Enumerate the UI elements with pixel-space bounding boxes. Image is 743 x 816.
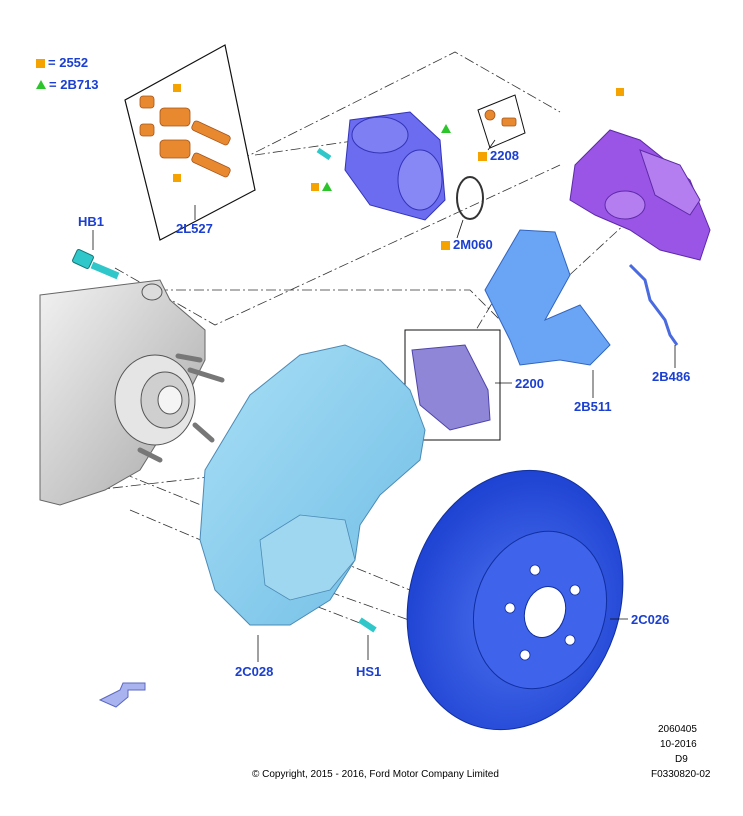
callout-2c026[interactable]: 2C026	[631, 612, 670, 627]
footer-date: 10-2016	[660, 739, 697, 750]
direction-arrow-icon	[98, 682, 146, 708]
square-marker-icon	[441, 241, 450, 250]
caliper-motor	[311, 111, 451, 221]
caliper-bracket	[484, 229, 611, 366]
bolt-hb1	[72, 249, 120, 280]
callout-2208[interactable]: 2208	[478, 148, 519, 163]
brake-disc	[406, 469, 624, 731]
legend-triangle-row: = 2B713	[36, 77, 99, 92]
callout-2c028[interactable]: 2C028	[235, 664, 274, 679]
seal-ring	[456, 176, 484, 220]
legend-triangle-code: 2B713	[60, 77, 99, 92]
legend-square-row: = 2552	[36, 55, 88, 70]
screw-hs1	[358, 617, 377, 633]
callout-2b511[interactable]: 2B511	[574, 399, 612, 414]
knuckle-hub	[39, 279, 225, 506]
copyright-text: © Copyright, 2015 - 2016, Ford Motor Com…	[252, 769, 499, 780]
pin-kit-box	[124, 44, 256, 241]
callout-2l527[interactable]: 2L527	[176, 221, 213, 236]
footer-figure: F0330820-02	[651, 769, 711, 780]
footer-code2: D9	[675, 754, 688, 765]
splash-shield	[199, 344, 426, 626]
leader-lines	[92, 139, 676, 662]
footer-code1: 2060405	[658, 724, 697, 735]
legend-square-code: 2552	[59, 55, 89, 70]
triangle-marker-icon	[36, 80, 46, 89]
brake-hose	[628, 263, 679, 346]
square-marker-icon	[478, 152, 487, 161]
callout-2208-text: 2208	[490, 148, 519, 163]
callout-2b486[interactable]: 2B486	[652, 369, 691, 384]
callout-hb1[interactable]: HB1	[78, 214, 105, 229]
callout-hs1[interactable]: HS1	[356, 664, 382, 679]
caliper-body	[569, 88, 711, 261]
callout-2200[interactable]: 2200	[515, 376, 544, 391]
bleeder-box	[477, 94, 526, 149]
square-marker-icon	[36, 59, 45, 68]
callout-2m060-text: 2M060	[453, 237, 493, 252]
callout-2m060[interactable]: 2M060	[441, 237, 493, 252]
